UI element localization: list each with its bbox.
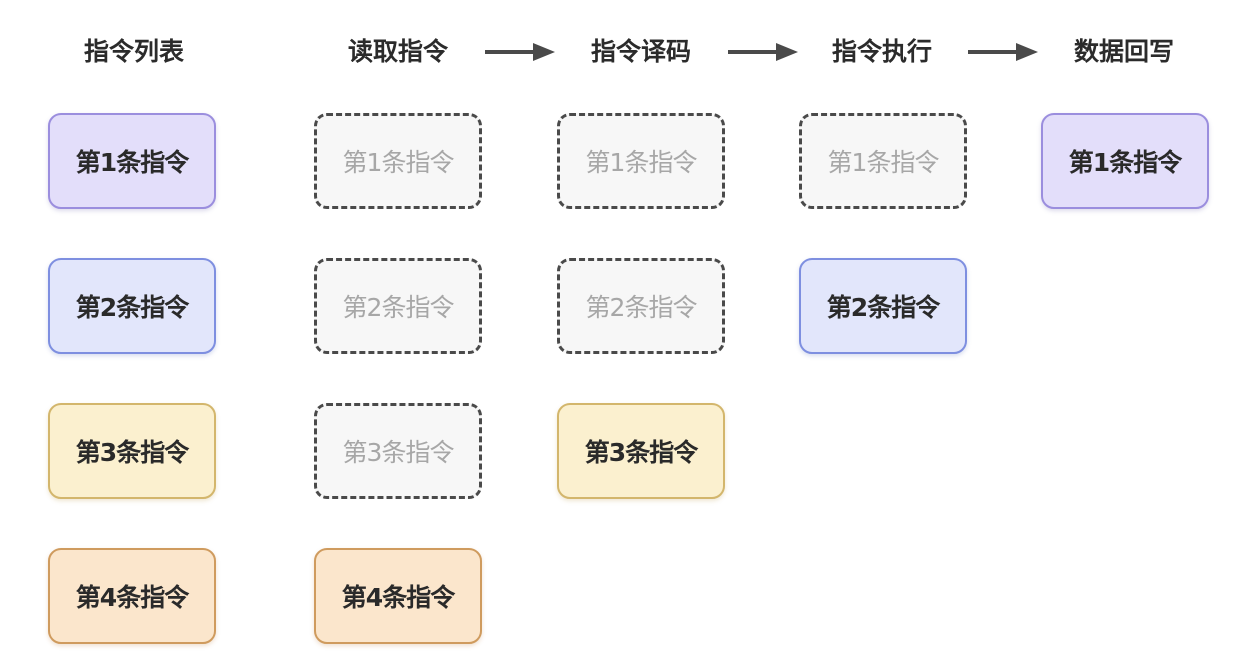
decode-instruction-1-done: 第1条指令 [557,113,725,209]
arrow-decode-to-execute [728,41,798,63]
execute-instruction-1-done: 第1条指令 [799,113,967,209]
list-instruction-3: 第3条指令 [48,403,216,499]
fetch-instruction-4-active: 第4条指令 [314,548,482,644]
fetch-instruction-1-done: 第1条指令 [314,113,482,209]
header-instruction-list: 指令列表 [83,37,184,66]
execute-instruction-2-active: 第2条指令 [799,258,967,354]
fetch-instruction-3-done: 第3条指令 [314,403,482,499]
arrow-fetch-to-decode [485,41,555,63]
fetch-instruction-2-done: 第2条指令 [314,258,482,354]
decode-instruction-2-done: 第2条指令 [557,258,725,354]
header-fetch: 读取指令 [347,37,448,66]
header-decode: 指令译码 [590,37,691,66]
writeback-instruction-1-active: 第1条指令 [1041,113,1209,209]
list-instruction-1: 第1条指令 [48,113,216,209]
header-writeback: 数据回写 [1073,37,1174,66]
list-instruction-4: 第4条指令 [48,548,216,644]
header-execute: 指令执行 [831,37,932,66]
arrow-execute-to-writeback [968,41,1038,63]
list-instruction-2: 第2条指令 [48,258,216,354]
decode-instruction-3-active: 第3条指令 [557,403,725,499]
